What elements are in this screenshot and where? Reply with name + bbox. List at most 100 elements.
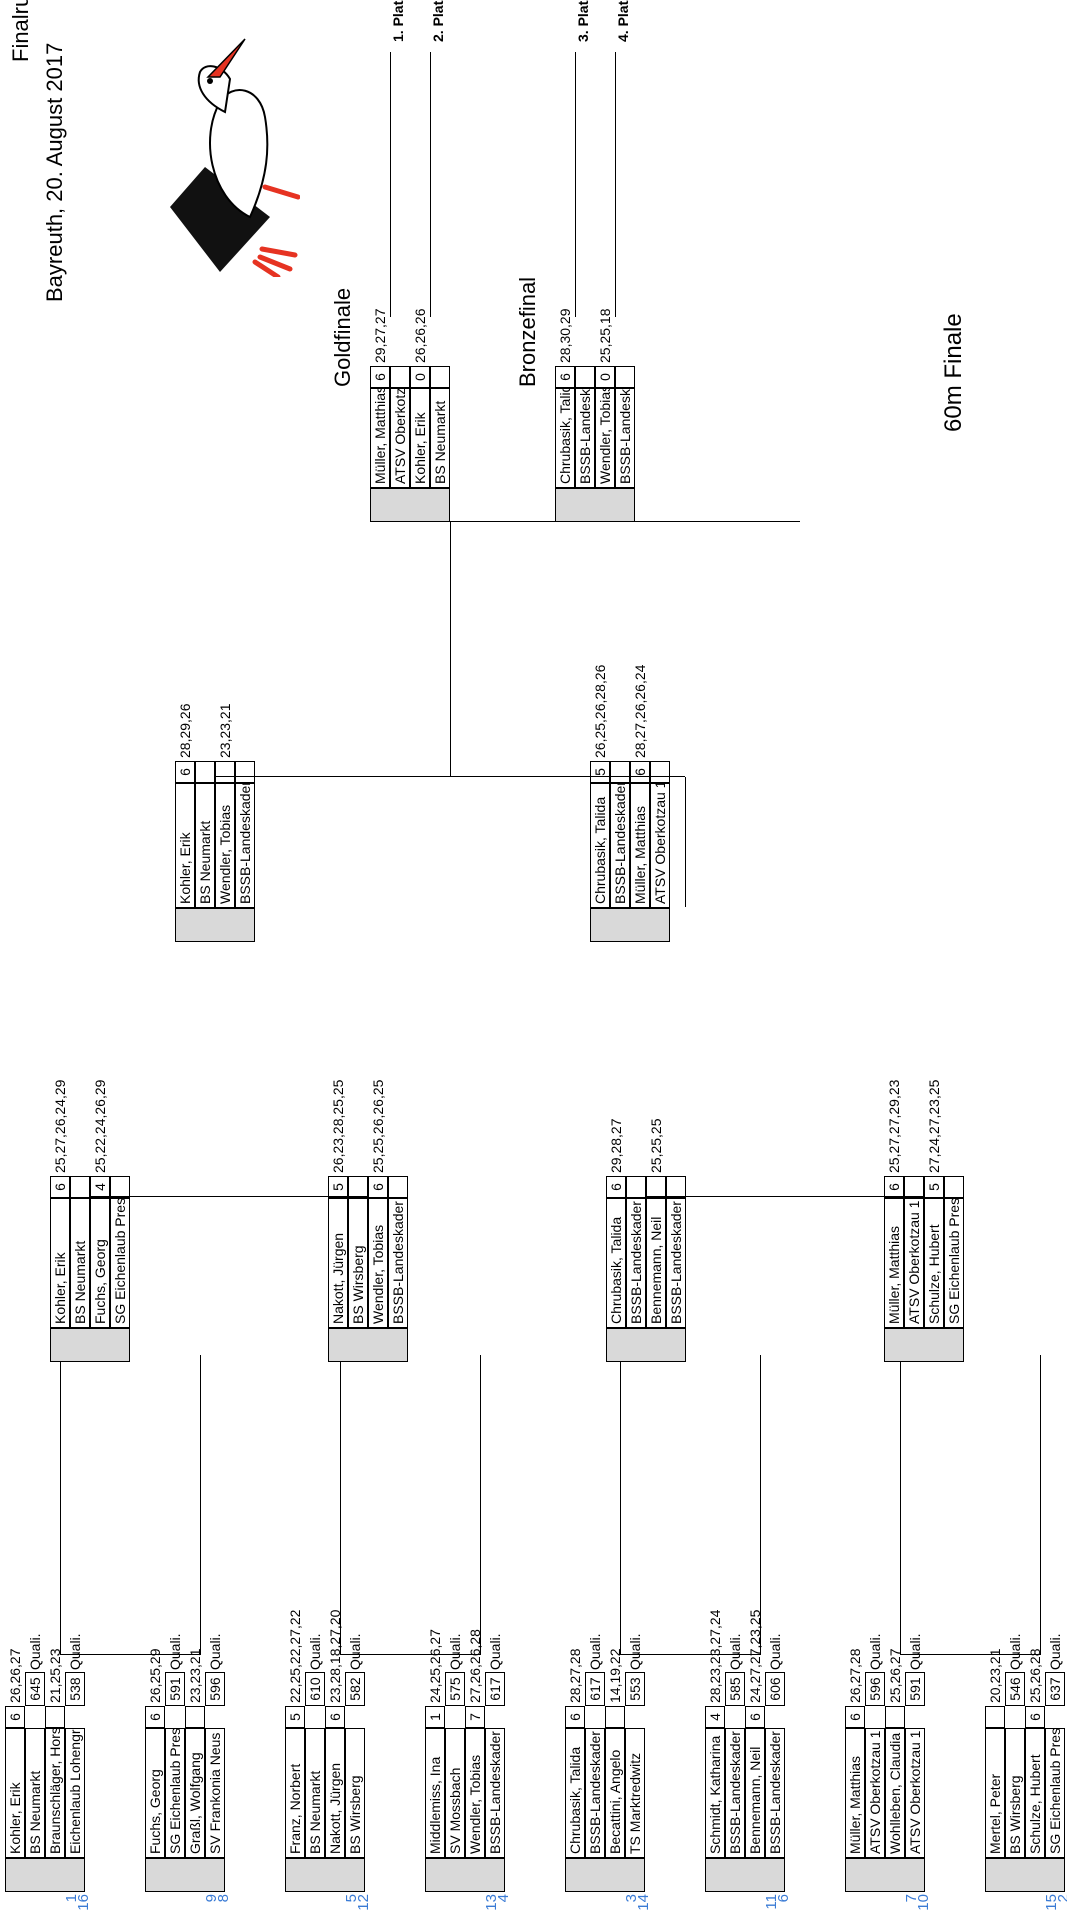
series-scores: 28,27,26,26,24: [631, 665, 649, 758]
quali-score: 596: [865, 1672, 885, 1706]
row-marker: [565, 1858, 645, 1892]
stork-mascot-icon: [150, 37, 300, 277]
player-name: Kohler, Erik: [175, 783, 195, 908]
club-name: BS Neumarkt: [430, 388, 450, 488]
quali-label: Quali.: [166, 1633, 184, 1670]
place-label: 2. Platz: [430, 0, 446, 42]
match-points: 0: [595, 366, 615, 388]
club-name: SG Eichenlaub Pres: [110, 1198, 130, 1328]
page-title: Finalrunde: [8, 0, 34, 62]
series-scores: 24,27,27,23,25: [746, 1610, 764, 1703]
series-scores: 25,25,18: [596, 309, 614, 364]
club-name: BS Neumarkt: [195, 783, 215, 908]
club-name: SG Eichenlaub Pres: [944, 1198, 964, 1328]
club-name: SV Frankonia Neus: [205, 1728, 225, 1858]
player-name: Becattini, Angelo: [605, 1728, 625, 1858]
quali-score: 575: [445, 1672, 465, 1706]
empty-cell: [666, 1176, 686, 1198]
player-name: Chrubasik, Talida: [590, 783, 610, 908]
empty-cell: [904, 1176, 924, 1198]
series-scores: 14,19,22: [606, 1649, 624, 1704]
quali-label: Quali.: [726, 1633, 744, 1670]
quali-label: Quali.: [306, 1633, 324, 1670]
event-date: Bayreuth, 20. August 2017: [42, 43, 68, 302]
player-name: Wendler, Tobias: [595, 388, 615, 488]
row-marker: [606, 1328, 686, 1362]
bracket-line: [924, 1197, 925, 1327]
final-title: Goldfinale: [330, 288, 356, 387]
series-scores: 21,25,23: [46, 1649, 64, 1704]
series-scores: 28,27,28: [566, 1649, 584, 1704]
quali-label: Quali.: [486, 1633, 504, 1670]
quali-score: 546: [1005, 1672, 1025, 1706]
player-name: Schulze, Hubert: [924, 1198, 944, 1328]
row-marker: [884, 1328, 964, 1362]
empty-cell: [575, 366, 595, 388]
match-points: 0: [410, 366, 430, 388]
quali-label: Quali.: [626, 1633, 644, 1670]
empty-cell: [348, 1176, 368, 1198]
quali-label: Quali.: [766, 1633, 784, 1670]
match-points: [185, 1706, 205, 1728]
row-marker: [328, 1328, 408, 1362]
club-name: BSSB-Landeskader: [626, 1198, 646, 1328]
series-scores: 25,27,26,24,29: [51, 1080, 69, 1173]
match-points: 5: [285, 1706, 305, 1728]
club-name: SG Eichenlaub Pres: [1045, 1728, 1065, 1858]
club-name: ATSV Oberkotzau 1: [905, 1728, 925, 1858]
match-points: [215, 761, 235, 783]
quali-label: Quali.: [1046, 1633, 1064, 1670]
match-points: [885, 1706, 905, 1728]
empty-cell: [110, 1176, 130, 1198]
series-scores: 26,25,29: [146, 1649, 164, 1704]
player-name: Kohler, Erik: [410, 388, 430, 488]
player-name: Wohlleben, Claudia: [885, 1728, 905, 1858]
player-name: Kohler, Erik: [5, 1728, 25, 1858]
seed-number: 16: [75, 1894, 92, 1918]
seed-number: 2: [1055, 1894, 1067, 1918]
series-scores: 29,27,27: [371, 309, 389, 364]
empty-cell: [944, 1176, 964, 1198]
row-marker: [5, 1858, 85, 1892]
bracket-line: [646, 1197, 647, 1327]
match-points: 5: [924, 1176, 944, 1198]
match-points: 6: [1025, 1706, 1045, 1728]
player-name: Schulze, Hubert: [1025, 1728, 1045, 1858]
quali-score: 645: [25, 1672, 45, 1706]
match-points: 6: [325, 1706, 345, 1728]
series-scores: 24,25,26,27: [426, 1629, 444, 1703]
player-name: Fuchs, Georg: [145, 1728, 165, 1858]
player-name: Graßl, Wolfgang: [185, 1728, 205, 1858]
club-name: BS Neumarkt: [305, 1728, 325, 1858]
bracket-line: [60, 1654, 200, 1655]
empty-cell: [70, 1176, 90, 1198]
quali-label: Quali.: [906, 1633, 924, 1670]
empty-cell: [650, 761, 670, 783]
quali-label: Quali.: [66, 1633, 84, 1670]
player-name: Chrubasik, Talida: [555, 388, 575, 488]
quali-label: Quali.: [26, 1633, 44, 1670]
bracket-line: [60, 1355, 61, 1655]
match-points: 6: [175, 761, 195, 783]
quali-score: 538: [65, 1672, 85, 1706]
match-points: 4: [90, 1176, 110, 1198]
player-name: Bennemann, Neil: [745, 1728, 765, 1858]
quali-score: 606: [765, 1672, 785, 1706]
quali-score: 591: [905, 1672, 925, 1706]
series-scores: 25,26,27: [886, 1649, 904, 1704]
quali-label: Quali.: [206, 1633, 224, 1670]
player-name: Schmidt, Katharina: [705, 1728, 725, 1858]
series-scores: 25,25,26,26,25: [369, 1080, 387, 1173]
match-points: 6: [368, 1176, 388, 1198]
series-scores: 27,26,26,28: [466, 1629, 484, 1703]
match-points: 6: [145, 1706, 165, 1728]
bracket-line: [90, 1197, 91, 1327]
match-points: 1: [425, 1706, 445, 1728]
row-marker: [555, 488, 635, 522]
match-points: 6: [5, 1706, 25, 1728]
bracket-line: [430, 52, 431, 317]
series-scores: 29,28,27: [607, 1119, 625, 1174]
empty-cell: [430, 366, 450, 388]
bracket-line: [368, 1197, 369, 1327]
